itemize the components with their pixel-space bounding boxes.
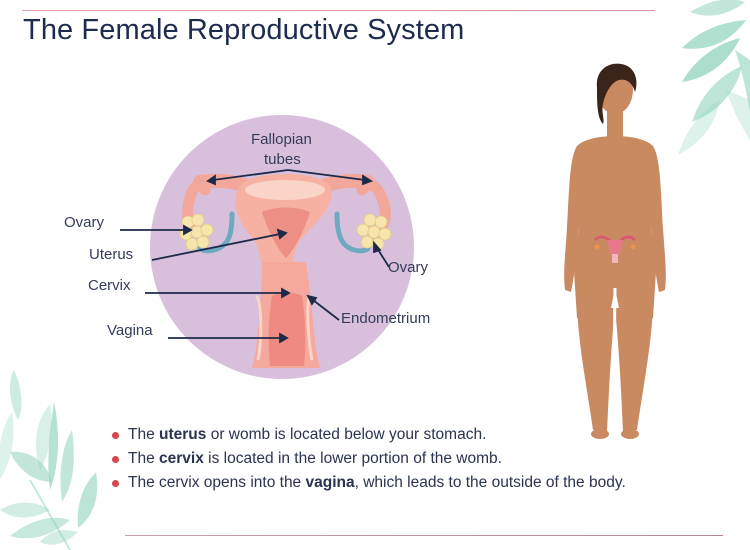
leaf-decoration-bottom-left-icon [0,370,98,550]
bullet-dot-icon [112,456,119,463]
bullet-item: The cervix is located in the lower porti… [112,448,626,472]
page-title: The Female Reproductive System [23,14,465,46]
hair [596,63,637,124]
label-ovary-left: Ovary [64,214,105,231]
female-body-figure [564,63,666,439]
top-divider [22,10,655,11]
label-cervix: Cervix [88,277,131,294]
bottom-divider [125,535,723,536]
leaf-decoration-top-right-icon [678,0,750,155]
label-ovary-right: Ovary [388,259,429,276]
bullet-dot-icon [112,432,119,439]
label-vagina: Vagina [107,322,153,339]
info-bullet-list: The uterus or womb is located below your… [112,424,626,496]
label-endometrium: Endometrium [341,310,431,327]
bullet-item: The uterus or womb is located below your… [112,424,626,448]
bullet-dot-icon [112,480,119,487]
bullet-item: The cervix opens into the vagina, which … [112,472,626,496]
label-uterus: Uterus [89,246,134,263]
label-fallopian-line1: Fallopian [251,131,312,148]
uterus-location-icon [593,235,637,263]
label-fallopian-line2: tubes [264,151,301,168]
